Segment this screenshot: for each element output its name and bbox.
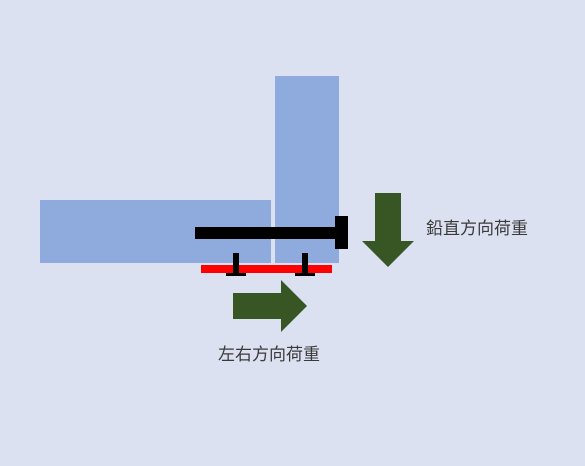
bolt-head	[335, 216, 348, 249]
anchor-pin-right-foot	[295, 273, 315, 276]
anchor-pin-right	[302, 253, 308, 275]
horizontal-load-label: 左右方向荷重	[218, 345, 320, 365]
base-plate	[201, 265, 332, 273]
bolt-shank	[195, 227, 341, 239]
vertical-load-arrow-icon	[362, 193, 414, 267]
anchor-pin-left-foot	[226, 273, 246, 276]
horizontal-load-arrow-icon	[233, 280, 307, 332]
anchor-pin-left	[233, 253, 239, 275]
vertical-load-label: 鉛直方向荷重	[426, 219, 528, 239]
